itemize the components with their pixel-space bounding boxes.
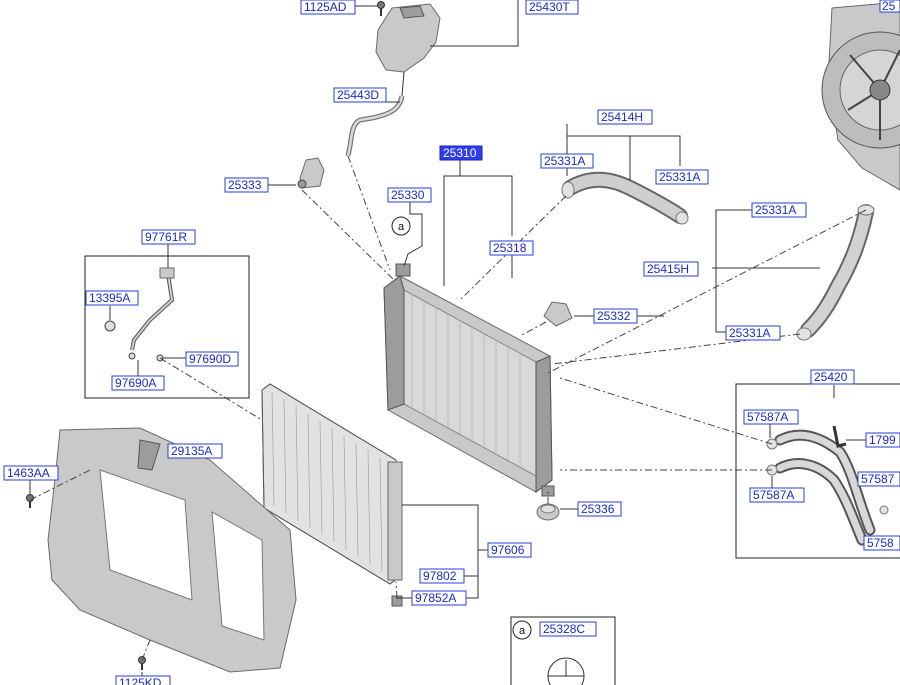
part-label[interactable]: 1463AA	[3, 465, 59, 481]
detail-inset	[510, 616, 616, 685]
part-label[interactable]: 97761R	[141, 229, 196, 245]
svg-text:25336: 25336	[581, 502, 615, 516]
svg-text:57587A: 57587A	[753, 488, 794, 502]
svg-text:1463AA: 1463AA	[7, 466, 50, 480]
part-label[interactable]: 25318	[489, 240, 534, 256]
part-label[interactable]: 97802	[419, 568, 465, 584]
part-label[interactable]: 25332	[593, 308, 638, 324]
svg-text:97690D: 97690D	[189, 352, 231, 366]
svg-text:25443D: 25443D	[337, 88, 379, 102]
sensor-bracket-box	[84, 255, 250, 399]
part-label[interactable]: 25331A	[540, 153, 594, 169]
part-label[interactable]: 25443D	[333, 87, 387, 103]
svg-text:a: a	[519, 625, 526, 637]
svg-text:97690A: 97690A	[115, 376, 156, 390]
svg-text:25333: 25333	[228, 178, 262, 192]
svg-text:25318: 25318	[493, 241, 527, 255]
part-label[interactable]: 13395A	[85, 290, 139, 306]
part-label[interactable]: 25333	[224, 177, 269, 193]
svg-text:1125KD: 1125KD	[119, 676, 162, 685]
part-label[interactable]: 29135A	[167, 443, 223, 459]
part-label[interactable]: 5758	[863, 535, 900, 551]
svg-text:25328C: 25328C	[543, 622, 585, 636]
bolt-icon	[377, 1, 385, 16]
part-label-selected[interactable]: 25310	[439, 145, 483, 161]
sensor-bracket	[104, 267, 175, 362]
callout-marker: a	[391, 216, 411, 236]
part-label[interactable]: 1125AD	[300, 0, 356, 15]
svg-text:25331A: 25331A	[544, 154, 585, 168]
part-label[interactable]: 25415H	[643, 261, 699, 277]
svg-text:25331A: 25331A	[755, 203, 796, 217]
svg-text:13395A: 13395A	[89, 291, 130, 305]
part-label[interactable]: 57587	[857, 471, 900, 487]
part-label[interactable]: 25331A	[725, 325, 781, 341]
leader-lines	[29, 0, 866, 680]
svg-text:a: a	[398, 221, 405, 233]
part-label[interactable]: 97690D	[185, 351, 239, 367]
svg-text:25420: 25420	[814, 370, 848, 384]
svg-text:97761R: 97761R	[145, 230, 187, 244]
svg-text:25430T: 25430T	[529, 0, 570, 14]
svg-text:25331A: 25331A	[729, 326, 770, 340]
part-label[interactable]: 97606	[487, 542, 532, 558]
svg-text:1799: 1799	[869, 433, 896, 447]
part-label[interactable]: 25330	[387, 187, 432, 203]
part-label[interactable]: 25331A	[751, 202, 807, 218]
svg-text:25310: 25310	[443, 146, 477, 160]
drain-plug	[395, 263, 411, 277]
part-label[interactable]: 25420	[810, 369, 855, 385]
svg-text:29135A: 29135A	[171, 444, 212, 458]
svg-text:57587A: 57587A	[747, 410, 788, 424]
mounting-bracket	[543, 301, 573, 327]
part-label[interactable]: 25414H	[597, 109, 653, 125]
part-label[interactable]: 57587A	[743, 409, 799, 425]
front-end-carrier	[26, 427, 297, 673]
svg-text:25332: 25332	[597, 309, 631, 323]
part-label[interactable]: 57587A	[749, 487, 805, 503]
part-label[interactable]: 97852A	[411, 590, 467, 606]
reservoir-hose	[345, 95, 405, 157]
part-label[interactable]: 25	[879, 0, 900, 13]
callout-marker: a	[512, 620, 532, 640]
part-label[interactable]: 97690A	[111, 375, 165, 391]
svg-text:97606: 97606	[491, 543, 525, 557]
svg-text:5758: 5758	[867, 536, 894, 550]
svg-text:1125AD: 1125AD	[304, 0, 347, 14]
rubber-bushing	[536, 503, 560, 521]
part-label[interactable]: 25328C	[539, 621, 597, 637]
part-label[interactable]: 1125KD	[115, 675, 171, 685]
svg-text:25331A: 25331A	[659, 170, 700, 184]
part-label[interactable]: 25336	[577, 501, 622, 517]
svg-text:25: 25	[882, 0, 896, 13]
svg-text:97802: 97802	[423, 569, 457, 583]
svg-text:25415H: 25415H	[647, 262, 689, 276]
upper-radiator-hose	[561, 171, 689, 225]
svg-text:25330: 25330	[391, 188, 425, 202]
part-label[interactable]: 25430T	[525, 0, 579, 15]
mounting-bracket	[297, 157, 325, 189]
radiator	[383, 275, 555, 497]
cooling-fan-shroud	[821, 1, 900, 191]
part-label[interactable]: 1799	[865, 432, 900, 448]
part-label[interactable]: 25331A	[655, 169, 709, 185]
svg-text:97852A: 97852A	[415, 591, 456, 605]
svg-text:25414H: 25414H	[601, 110, 643, 124]
coolant-reservoir	[375, 3, 441, 97]
ac-condenser	[261, 383, 403, 607]
svg-text:57587: 57587	[861, 472, 895, 486]
